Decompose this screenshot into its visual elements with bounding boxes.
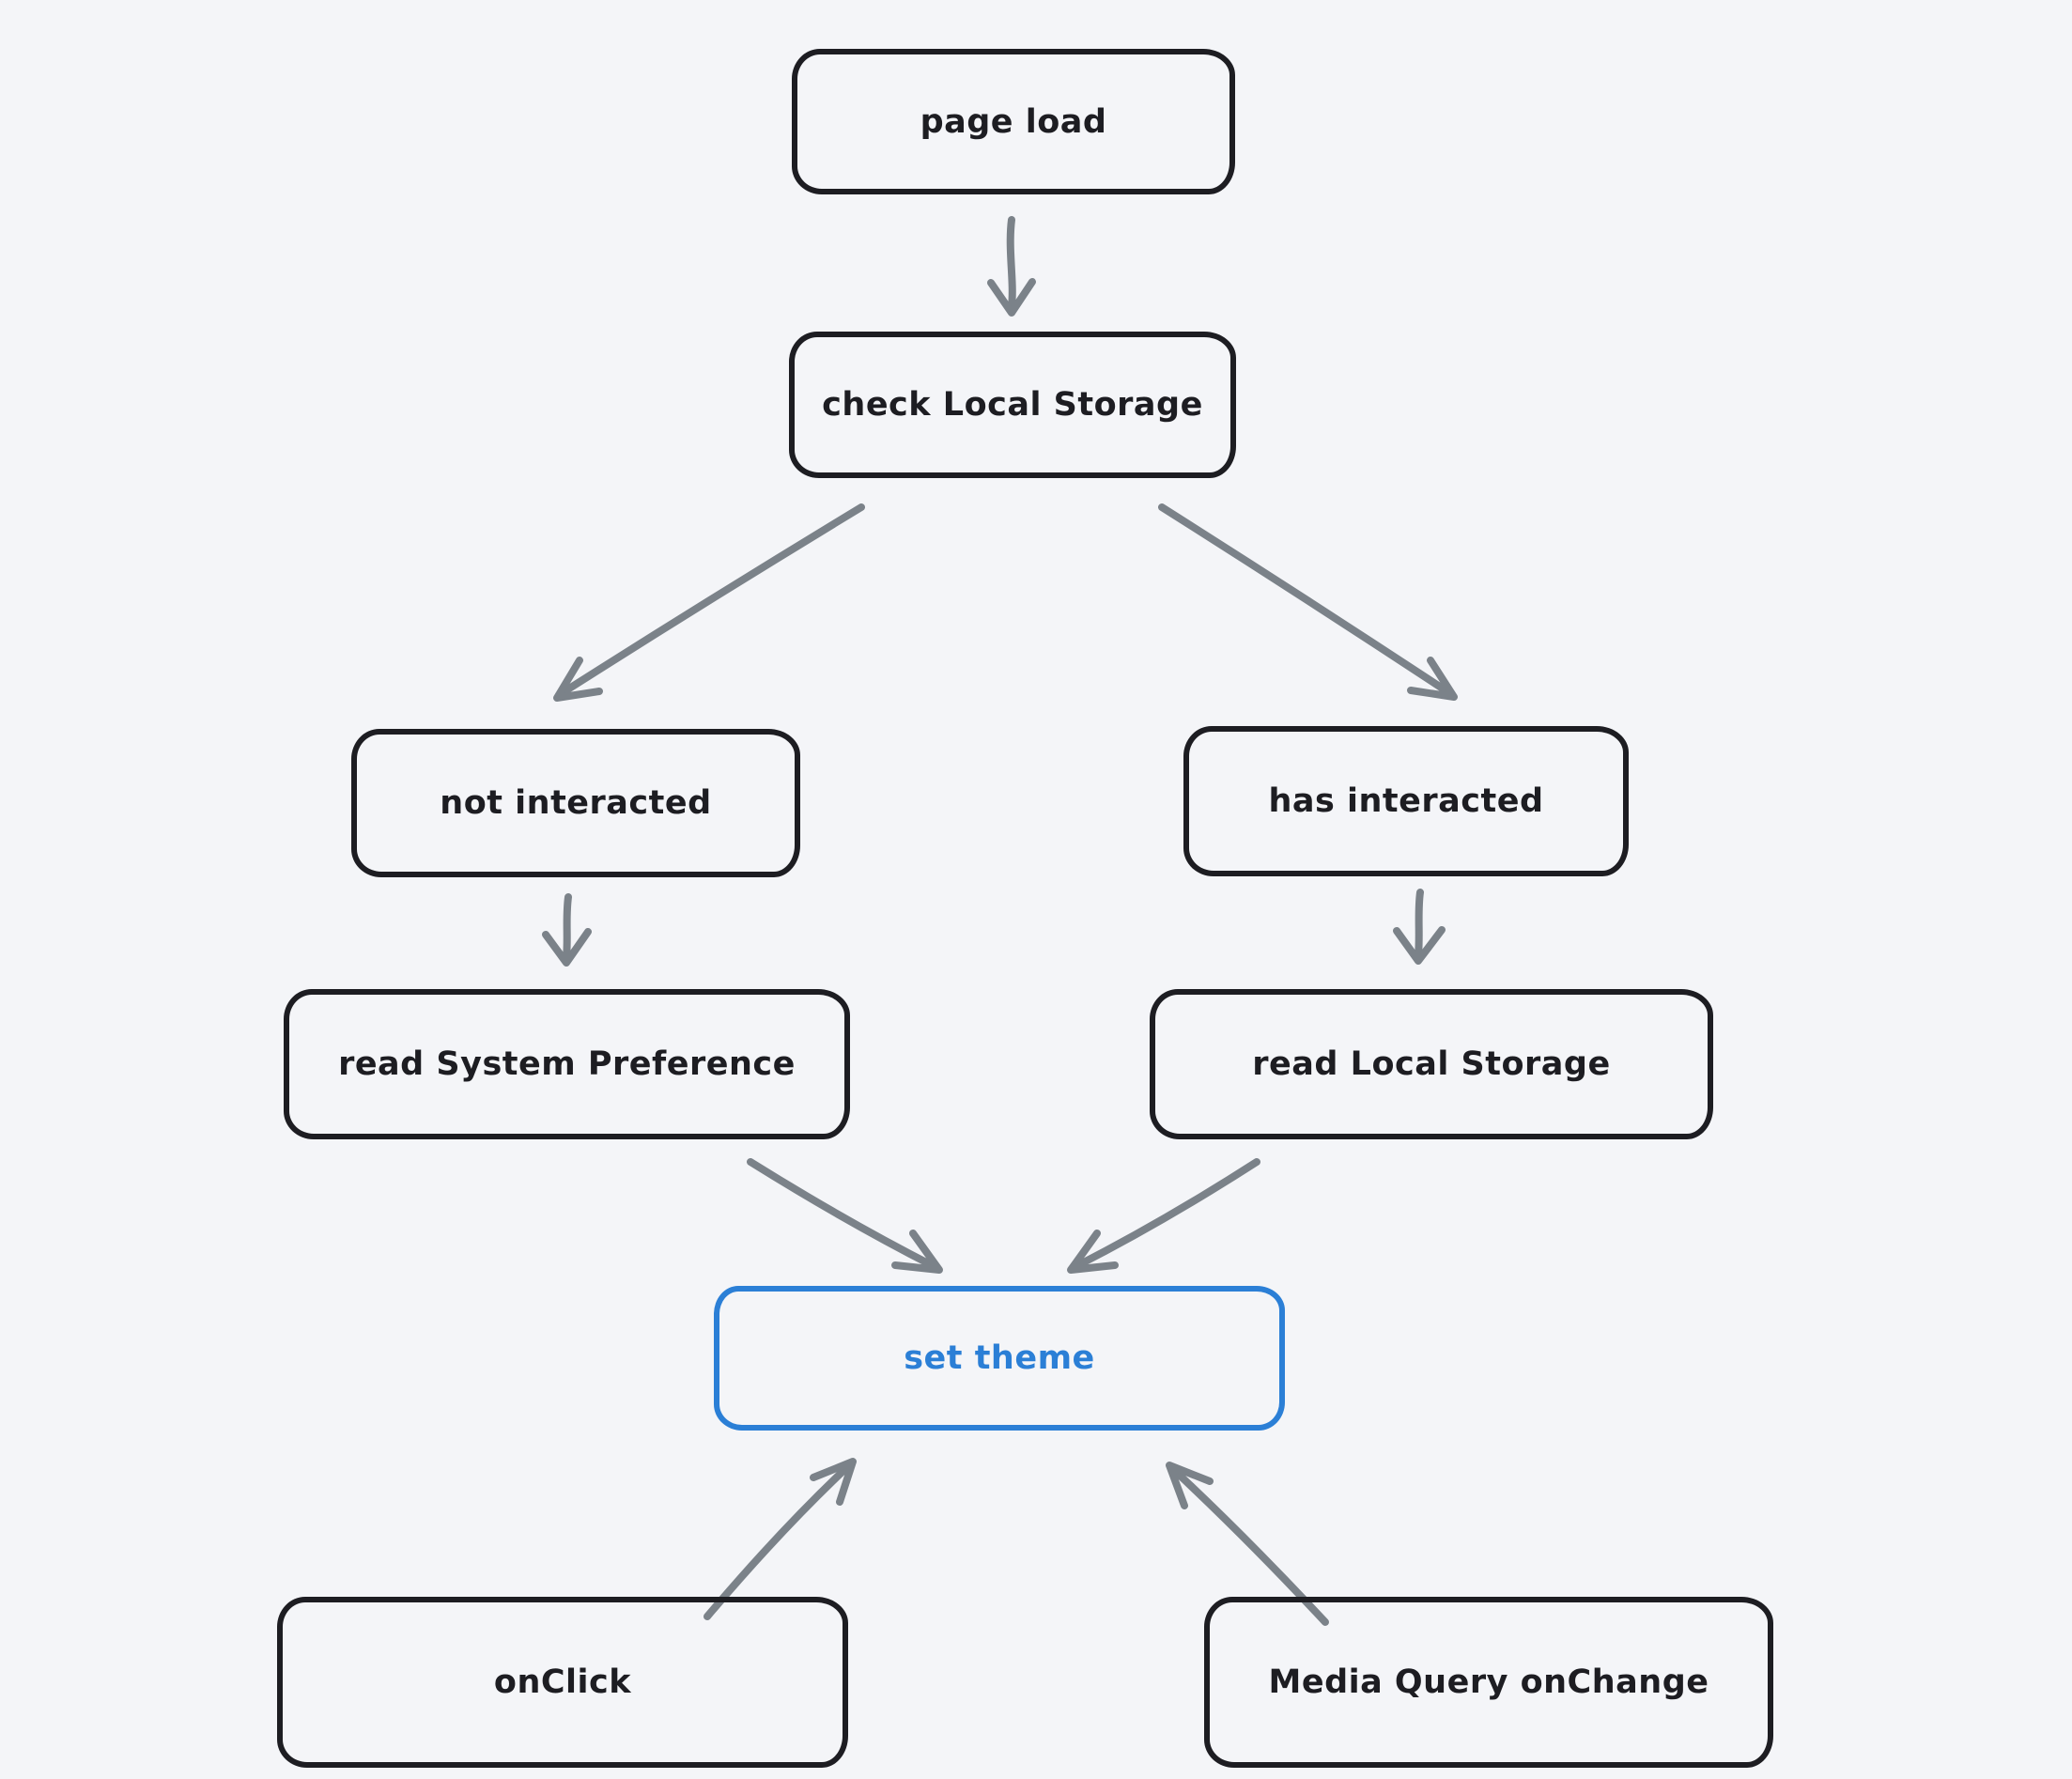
node-check-local-storage[interactable]: check Local Storage	[789, 332, 1236, 478]
arrow-read-local-storage-to-set-theme[interactable]	[1067, 1158, 1260, 1274]
arrow-page-load-to-check-local-storage[interactable]	[987, 216, 1036, 317]
node-set-theme[interactable]: set theme	[714, 1286, 1285, 1431]
node-onclick[interactable]: onClick	[277, 1597, 848, 1768]
node-not-interacted[interactable]: not interacted	[351, 729, 800, 877]
arrow-has-interacted-to-read-local-storage[interactable]	[1393, 889, 1446, 965]
arrow-not-interacted-to-read-system-preference[interactable]	[542, 893, 592, 967]
arrow-check-local-storage-to-not-interacted[interactable]	[553, 503, 865, 702]
node-media-query-onchange[interactable]: Media Query onChange	[1204, 1597, 1773, 1768]
arrow-check-local-storage-to-has-interacted[interactable]	[1158, 503, 1458, 701]
arrow-read-system-preference-to-set-theme[interactable]	[747, 1158, 943, 1274]
arrow-onclick-to-set-theme[interactable]	[704, 1458, 857, 1620]
node-has-interacted[interactable]: has interacted	[1183, 726, 1629, 876]
node-read-local-storage[interactable]: read Local Storage	[1150, 989, 1713, 1139]
node-read-system-preference[interactable]: read System Preference	[284, 989, 850, 1139]
node-page-load[interactable]: page load	[792, 49, 1235, 194]
